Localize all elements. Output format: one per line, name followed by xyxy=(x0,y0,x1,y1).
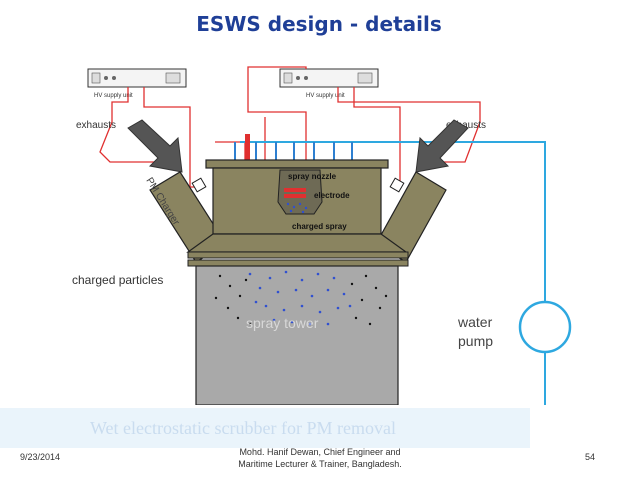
esws-diagram: HV supply unit HV supply unit water pump xyxy=(70,62,582,405)
charged-particles-label: charged particles xyxy=(72,273,163,287)
spray-nozzle-pipes xyxy=(234,142,353,160)
footer-date: 9/23/2014 xyxy=(20,452,61,462)
chamber-flange-lower xyxy=(187,259,409,267)
charger-electrode-left xyxy=(191,177,207,193)
chamber-flare xyxy=(186,233,408,253)
footer-page-number: 54 xyxy=(585,452,596,462)
electrode-label: electrode xyxy=(314,191,350,200)
electrode-plate-top xyxy=(284,188,306,192)
footer-author: Mohd. Hanif Dewan, Chief Engineer and Ma… xyxy=(200,446,440,470)
footer-author-line1: Mohd. Hanif Dewan, Chief Engineer and xyxy=(239,447,401,457)
hv-wires xyxy=(99,66,481,188)
exhaust-arrow-right-icon xyxy=(415,119,469,173)
spray-nozzle-label: spray nozzle xyxy=(288,172,337,181)
exhaust-arrow-left-icon xyxy=(127,119,183,173)
water-pump-label-line1: water xyxy=(457,314,493,330)
tower-spray-particles xyxy=(214,270,388,326)
exhausts-left-label: exhausts xyxy=(76,120,116,131)
caption-bar xyxy=(0,408,530,448)
hv-supply-left-label: HV supply unit xyxy=(94,93,133,99)
hv-supply-unit-right xyxy=(279,68,379,88)
water-pump-icon xyxy=(518,300,572,354)
charged-spray-label: charged spray xyxy=(292,222,347,231)
electrode-plate-bottom xyxy=(284,194,306,198)
water-pump-label-line2: pump xyxy=(458,333,493,349)
slide-title: ESWS design - details xyxy=(196,12,442,36)
slide-caption: Wet electrostatic scrubber for PM remova… xyxy=(90,418,396,438)
chamber-top-lid xyxy=(205,159,389,169)
spray-tower-label: spray tower xyxy=(246,315,319,331)
spray-droplets xyxy=(286,202,308,214)
hv-supply-right-label: HV supply unit xyxy=(306,93,345,99)
footer-author-line2: Maritime Lecturer & Trainer, Bangladesh. xyxy=(238,459,402,469)
hv-feedthrough xyxy=(245,134,250,160)
exhausts-right-label: exhausts xyxy=(446,120,486,131)
water-line xyxy=(240,141,546,405)
chamber-flange-upper xyxy=(187,251,409,259)
spray-tower xyxy=(195,265,399,405)
hv-supply-unit-left xyxy=(87,68,187,88)
charger-electrode-right xyxy=(389,177,405,193)
